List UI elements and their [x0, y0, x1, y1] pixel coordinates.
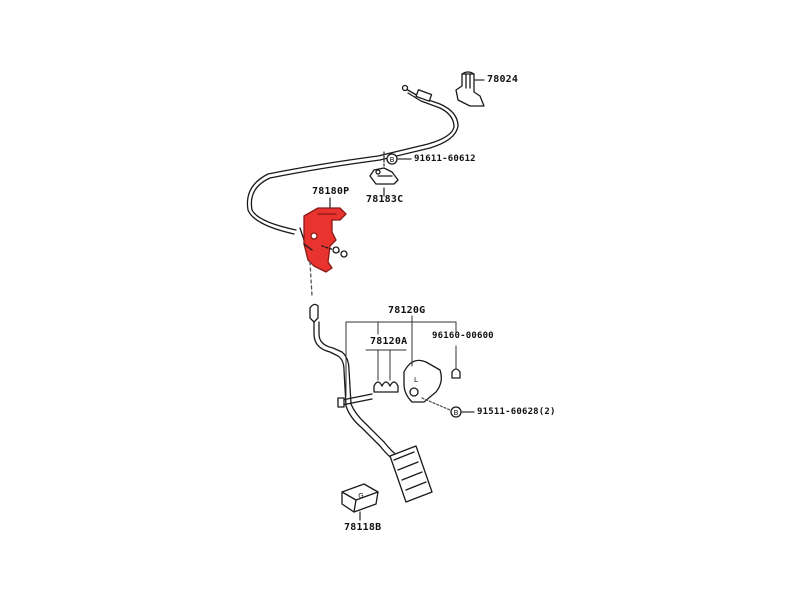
clip-96160 — [451, 368, 461, 379]
label-78120a[interactable]: 78120A — [370, 336, 408, 347]
label-91511-60628[interactable]: 91511-60628(2) — [477, 407, 556, 417]
stopper-marker-g: G — [358, 492, 363, 500]
bolt-marker-b: B — [390, 156, 395, 164]
throttle-cable — [246, 84, 459, 241]
label-91611-60612[interactable]: 91611-60612 — [414, 154, 476, 164]
part-78118b-stopper — [341, 483, 379, 513]
label-78180p[interactable]: 78180P — [312, 186, 350, 197]
part-78180p-highlighted-bracket — [303, 207, 347, 273]
label-78118b[interactable]: 78118B — [344, 522, 382, 533]
pedal-housing — [403, 359, 442, 403]
pedal-pad — [389, 445, 433, 503]
leader-78120a — [365, 349, 407, 381]
return-spring — [373, 381, 399, 393]
bracket-fasteners — [303, 243, 348, 258]
part-78120a-pedal-arm — [309, 303, 399, 461]
leader-78120g — [345, 315, 457, 397]
label-78183c[interactable]: 78183C — [366, 194, 404, 205]
bolt-marker-b-2: B — [454, 409, 459, 417]
label-78024[interactable]: 78024 — [487, 74, 519, 85]
label-96160-00600[interactable]: 96160-00600 — [432, 331, 494, 341]
part-78024-clip — [455, 71, 485, 107]
pedal-marker-l: L — [414, 376, 418, 384]
part-78183c-bracket — [369, 167, 399, 185]
label-78120g[interactable]: 78120G — [388, 305, 426, 316]
